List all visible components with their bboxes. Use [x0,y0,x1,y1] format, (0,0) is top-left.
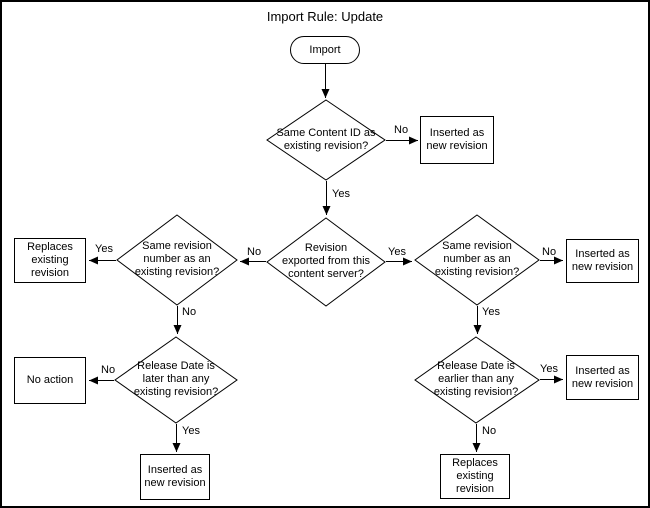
decision-revision-exported-label: Revision exported from this content serv… [281,242,371,280]
decision-same-content-id [266,99,386,181]
edge-label-d4-yes: Yes [182,425,200,437]
decision-revision-exported [266,217,386,307]
edge-label-d3-no: No [182,306,197,318]
start-node-import: Import [290,36,360,64]
edge-label-d6-yes: Yes [540,363,558,375]
edge-label-d6-no: No [482,425,497,437]
edge-label-d3-yes: Yes [95,243,113,255]
decision-release-date-later-label: Release Date is later than any existing … [133,360,219,398]
decision-same-content-id-label: Same Content ID as existing revision? [276,127,376,152]
edge-label-d1-yes: Yes [332,188,350,200]
decision-release-date-earlier-label: Release Date is earlier than any existin… [433,360,519,398]
decision-same-revision-number-left [116,214,238,306]
edge-label-d4-no: No [101,364,116,376]
edge-label-d5-no: No [542,246,557,258]
process-inserted-new-revision-bottom-left: Inserted as new revision [140,454,210,500]
decision-same-revision-number-right [414,214,540,306]
process-inserted-new-revision-right-lower: Inserted as new revision [566,355,639,400]
edge-label-d1-no: No [394,124,409,136]
edge-label-d5-yes: Yes [482,306,500,318]
process-no-action: No action [14,357,86,404]
flowchart-title: Import Rule: Update [266,9,384,24]
process-replaces-existing-revision-bottom: Replaces existing revision [440,454,510,499]
process-inserted-new-revision-right-upper: Inserted as new revision [566,239,639,283]
edge-label-d2-no: No [247,246,262,258]
process-inserted-new-revision-top: Inserted as new revision [420,116,494,164]
decision-release-date-earlier [414,336,540,424]
decision-release-date-later [114,336,238,424]
edge-label-d2-yes: Yes [388,246,406,258]
decision-same-revision-number-left-label: Same revision number as an existing revi… [134,240,220,278]
process-replaces-existing-revision-left: Replaces existing revision [14,238,86,283]
decision-same-revision-number-right-label: Same revision number as an existing revi… [434,240,520,278]
